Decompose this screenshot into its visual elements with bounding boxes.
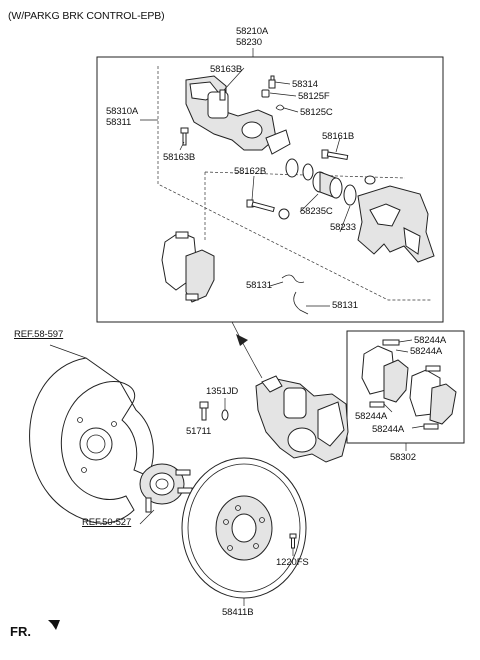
diagram-title: (W/PARKG BRK CONTROL-EPB)	[8, 10, 165, 22]
label-58244a-3: 58244A	[355, 411, 388, 422]
guide-pin-upper	[321, 149, 349, 160]
clip-c	[275, 104, 285, 111]
label-58131-a: 58131	[246, 280, 272, 291]
front-arrow-icon	[40, 620, 60, 634]
label-58230: 58230	[236, 37, 262, 48]
hub-bearing	[139, 463, 193, 513]
pad-kit-pads	[361, 339, 457, 430]
caliper-assembly-frame	[96, 56, 444, 323]
guide-pin-lower	[246, 199, 275, 213]
label-51711: 51711	[186, 426, 212, 437]
label-58411b: 58411B	[222, 607, 254, 618]
label-58244a-4: 58244A	[372, 424, 405, 435]
spring-clip-2	[293, 291, 309, 315]
label-58163b-top: 58163B	[210, 64, 243, 75]
bleeder-screw	[268, 75, 276, 89]
label-58314: 58314	[292, 79, 318, 90]
label-58131-b: 58131	[332, 300, 358, 311]
brake-pad-set-upper	[161, 231, 215, 303]
label-58235c: 58235C	[300, 206, 333, 217]
ref-hub-link[interactable]: REF.50-527	[82, 517, 132, 528]
pad-kit-frame	[346, 330, 465, 444]
caliper-housing	[185, 75, 291, 155]
label-58125f: 58125F	[298, 91, 330, 102]
label-58233: 58233	[330, 222, 356, 233]
piston	[312, 171, 343, 199]
label-58125c: 58125C	[300, 107, 333, 118]
dust-cover	[29, 357, 154, 524]
dashed-guide	[157, 66, 432, 301]
label-58163b-lower: 58163B	[163, 152, 196, 163]
label-58244a-1: 58244A	[414, 335, 447, 346]
label-58161b: 58161B	[322, 131, 355, 142]
bleeder-cap	[261, 89, 270, 98]
label-58310a: 58310A	[106, 106, 139, 117]
label-58210a: 58210A	[236, 26, 269, 37]
caliper-carrier	[357, 185, 435, 263]
seal-ring-2	[302, 163, 314, 181]
spring-clip-1	[281, 274, 305, 283]
label-58244a-2: 58244A	[410, 346, 443, 357]
top-bolt	[219, 89, 226, 101]
lower-left-bolt	[180, 127, 189, 146]
caliper-assembly-lower	[255, 375, 349, 463]
bolt-51711	[199, 401, 209, 421]
label-1351jd: 1351JD	[206, 386, 239, 397]
washer-1351jd	[221, 409, 229, 421]
small-grommet-2	[278, 208, 290, 220]
label-1220fs: 1220FS	[276, 557, 309, 568]
label-58311: 58311	[106, 117, 132, 128]
label-58162b: 58162B	[234, 166, 267, 177]
boot-ring	[343, 184, 357, 206]
front-direction-label: FR.	[10, 624, 31, 639]
seal-ring-1	[285, 158, 299, 178]
small-grommet	[364, 175, 376, 185]
label-58302: 58302	[390, 452, 416, 463]
ref-dust-cover-link[interactable]: REF.58-597	[14, 329, 64, 340]
brake-disc	[181, 457, 307, 599]
